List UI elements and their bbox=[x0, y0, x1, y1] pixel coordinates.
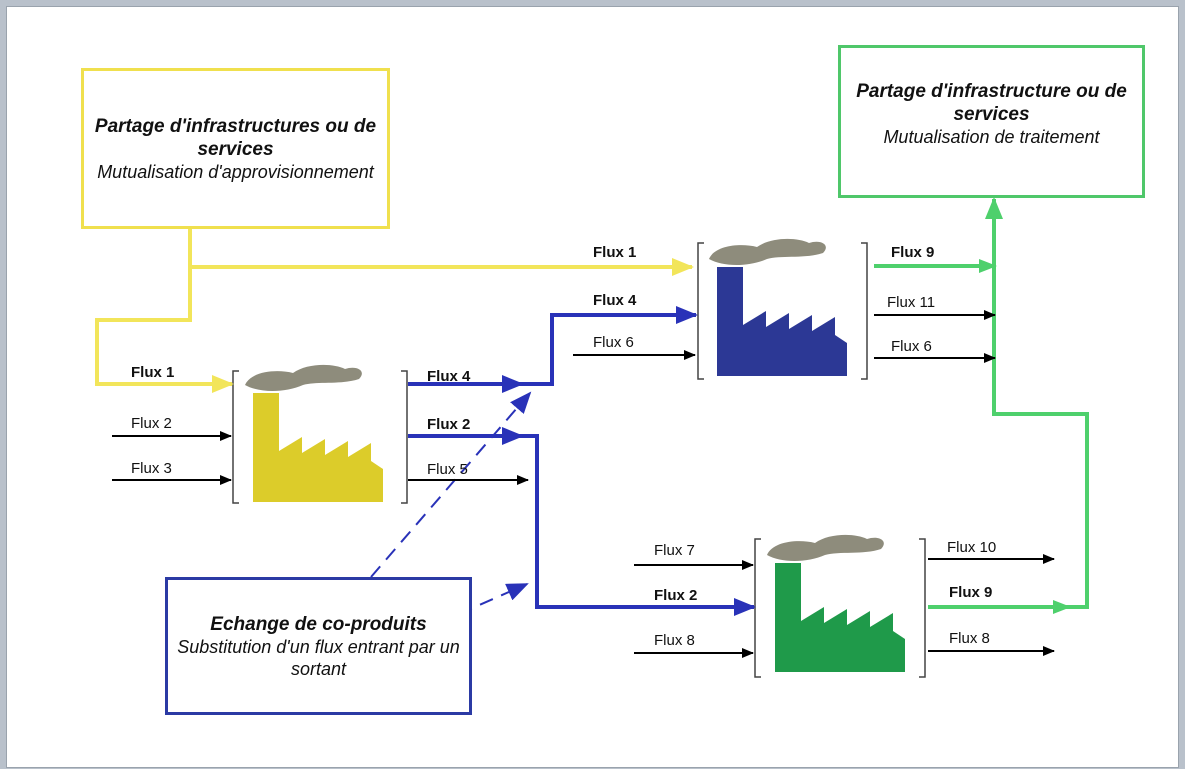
box-subtitle: Mutualisation d'approvisionnement bbox=[97, 161, 374, 182]
label-flux6-out: Flux 6 bbox=[891, 338, 932, 355]
label-flux6-in: Flux 6 bbox=[593, 334, 634, 351]
bracket-blue-right bbox=[861, 242, 868, 380]
label-flux2-out: Flux 2 bbox=[427, 416, 470, 433]
label-flux8-in: Flux 8 bbox=[654, 632, 695, 649]
label-flux10-out: Flux 10 bbox=[947, 539, 996, 556]
green-factory bbox=[767, 534, 905, 672]
bracket-blue-left bbox=[697, 242, 704, 380]
treatment-sharing-box: Partage d'infrastructure ou de services … bbox=[838, 45, 1145, 198]
bracket-yellow-right bbox=[401, 370, 408, 504]
label-flux3-in: Flux 3 bbox=[131, 460, 172, 477]
label-flux2-green: Flux 2 bbox=[654, 587, 697, 604]
flow-diagram: Flux 1 Flux 2 Flux 3 Flux 4 Flux 2 Flux … bbox=[95, 197, 1089, 678]
label-flux9-blue: Flux 9 bbox=[891, 244, 934, 261]
blue-factory bbox=[709, 238, 847, 376]
box-title: Echange de co-produits bbox=[210, 613, 427, 635]
label-flux1-blue: Flux 1 bbox=[593, 244, 636, 261]
box-subtitle: Substitution d'un flux entrant par un so… bbox=[177, 636, 460, 679]
label-flux8-out: Flux 8 bbox=[949, 630, 990, 647]
label-flux4-out: Flux 4 bbox=[427, 368, 471, 385]
bracket-green-left bbox=[754, 538, 761, 678]
label-flux9-green: Flux 9 bbox=[949, 584, 992, 601]
bracket-green-right bbox=[919, 538, 926, 678]
label-flux1-yellow: Flux 1 bbox=[131, 364, 174, 381]
yellow-factory bbox=[245, 364, 383, 502]
label-flux2-in: Flux 2 bbox=[131, 415, 172, 432]
supply-sharing-box: Partage d'infrastructures ou de services… bbox=[81, 68, 390, 229]
dashed-link-flux4 bbox=[370, 391, 532, 578]
bracket-yellow-left bbox=[232, 370, 239, 504]
smoke bbox=[245, 364, 362, 391]
label-flux4-blue: Flux 4 bbox=[593, 292, 637, 309]
diagram-frame: Flux 1 Flux 2 Flux 3 Flux 4 Flux 2 Flux … bbox=[6, 6, 1179, 768]
flux1-supply-to-yellow bbox=[95, 267, 234, 393]
box-title: Partage d'infrastructure ou de services bbox=[856, 81, 1127, 125]
label-flux5-out: Flux 5 bbox=[427, 461, 468, 478]
label-flux11-out: Flux 11 bbox=[887, 294, 935, 311]
smoke bbox=[767, 534, 884, 561]
box-subtitle: Mutualisation de traitement bbox=[883, 127, 1100, 147]
co-product-exchange-box: Echange de co-produits Substitution d'un… bbox=[165, 577, 472, 715]
label-flux7-in: Flux 7 bbox=[654, 542, 695, 559]
smoke bbox=[709, 238, 826, 265]
box-title: Partage d'infrastructures ou de services bbox=[94, 115, 377, 160]
